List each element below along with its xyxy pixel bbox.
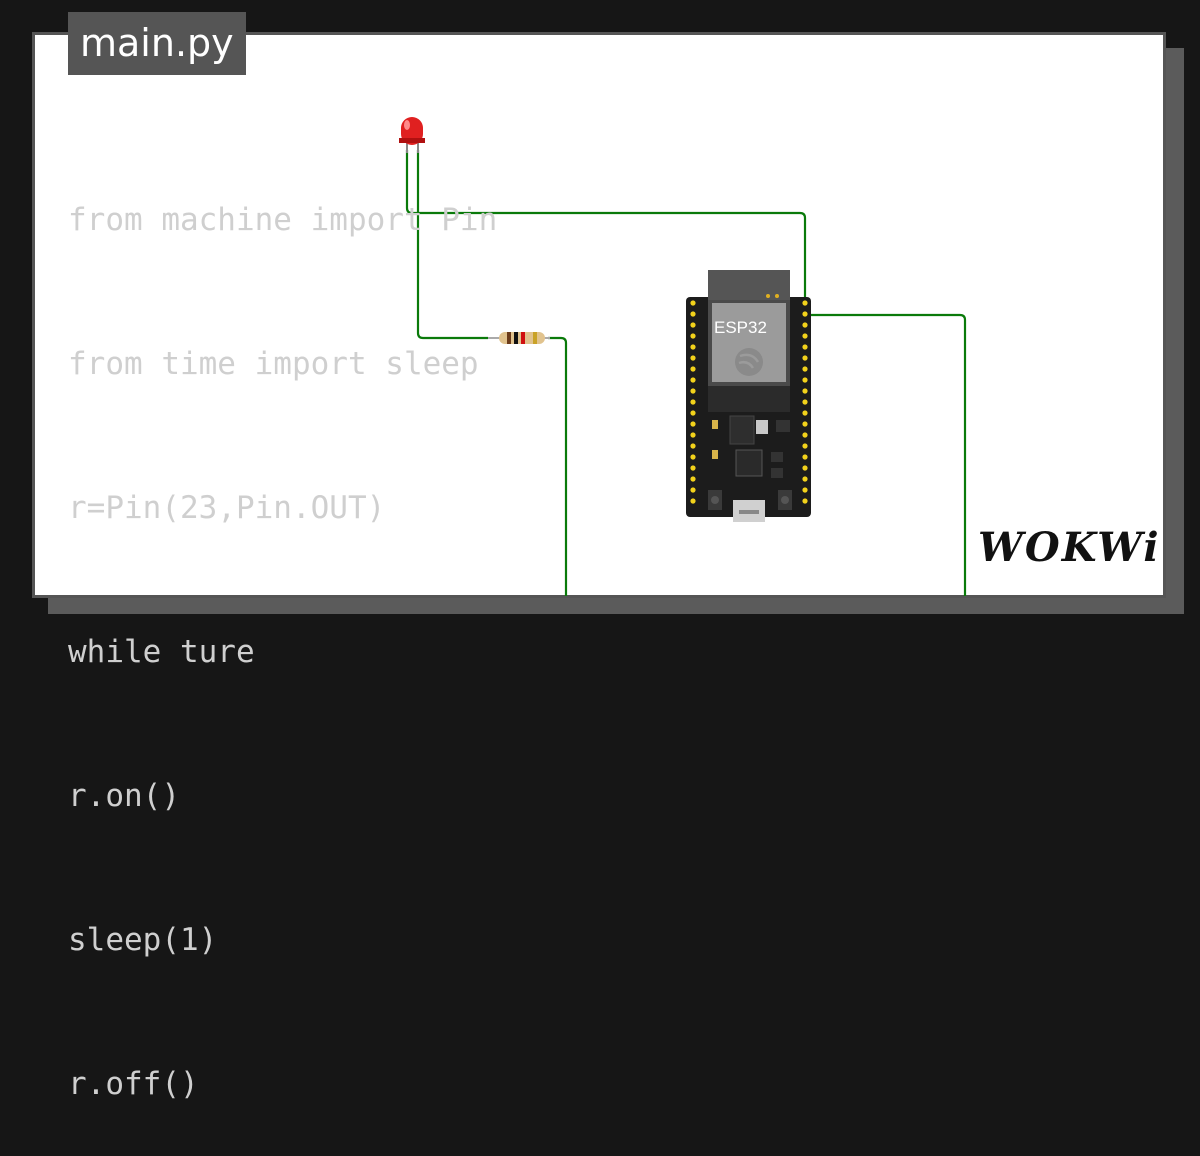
esp32-label: ESP32 bbox=[714, 318, 767, 337]
wire-esp32-to-edge[interactable] bbox=[806, 313, 967, 596]
wire-led-to-esp32[interactable] bbox=[405, 150, 807, 306]
wire-resistor-to-edge[interactable] bbox=[548, 336, 568, 596]
code-line: r.on() bbox=[68, 778, 180, 814]
resistor[interactable] bbox=[488, 332, 550, 344]
code-line: r.off() bbox=[68, 1066, 199, 1102]
wires bbox=[405, 150, 967, 596]
code-line: from time import sleep bbox=[68, 346, 479, 382]
filename-label: main.py bbox=[80, 21, 234, 65]
code-line: r=Pin(23,Pin.OUT) bbox=[68, 490, 386, 526]
led[interactable] bbox=[399, 117, 425, 153]
code-line: sleep(1) bbox=[68, 922, 218, 958]
wokwi-logo: WOKWi bbox=[978, 524, 1161, 571]
antenna-module bbox=[708, 270, 790, 304]
esp32-board[interactable]: ESP32 bbox=[686, 270, 811, 522]
circuit-diagram: ESP32 bbox=[399, 117, 967, 596]
code-overlay: from machine import Pin from time import… bbox=[68, 100, 497, 1156]
pin-headers[interactable] bbox=[690, 300, 808, 504]
usb-uart-chip bbox=[735, 449, 763, 477]
file-tab[interactable]: main.py bbox=[68, 12, 246, 75]
code-line: from machine import Pin bbox=[68, 202, 498, 238]
code-line: while ture bbox=[68, 634, 255, 670]
wire-led-to-resistor[interactable] bbox=[416, 150, 488, 340]
simulation-canvas[interactable] bbox=[32, 32, 1166, 598]
